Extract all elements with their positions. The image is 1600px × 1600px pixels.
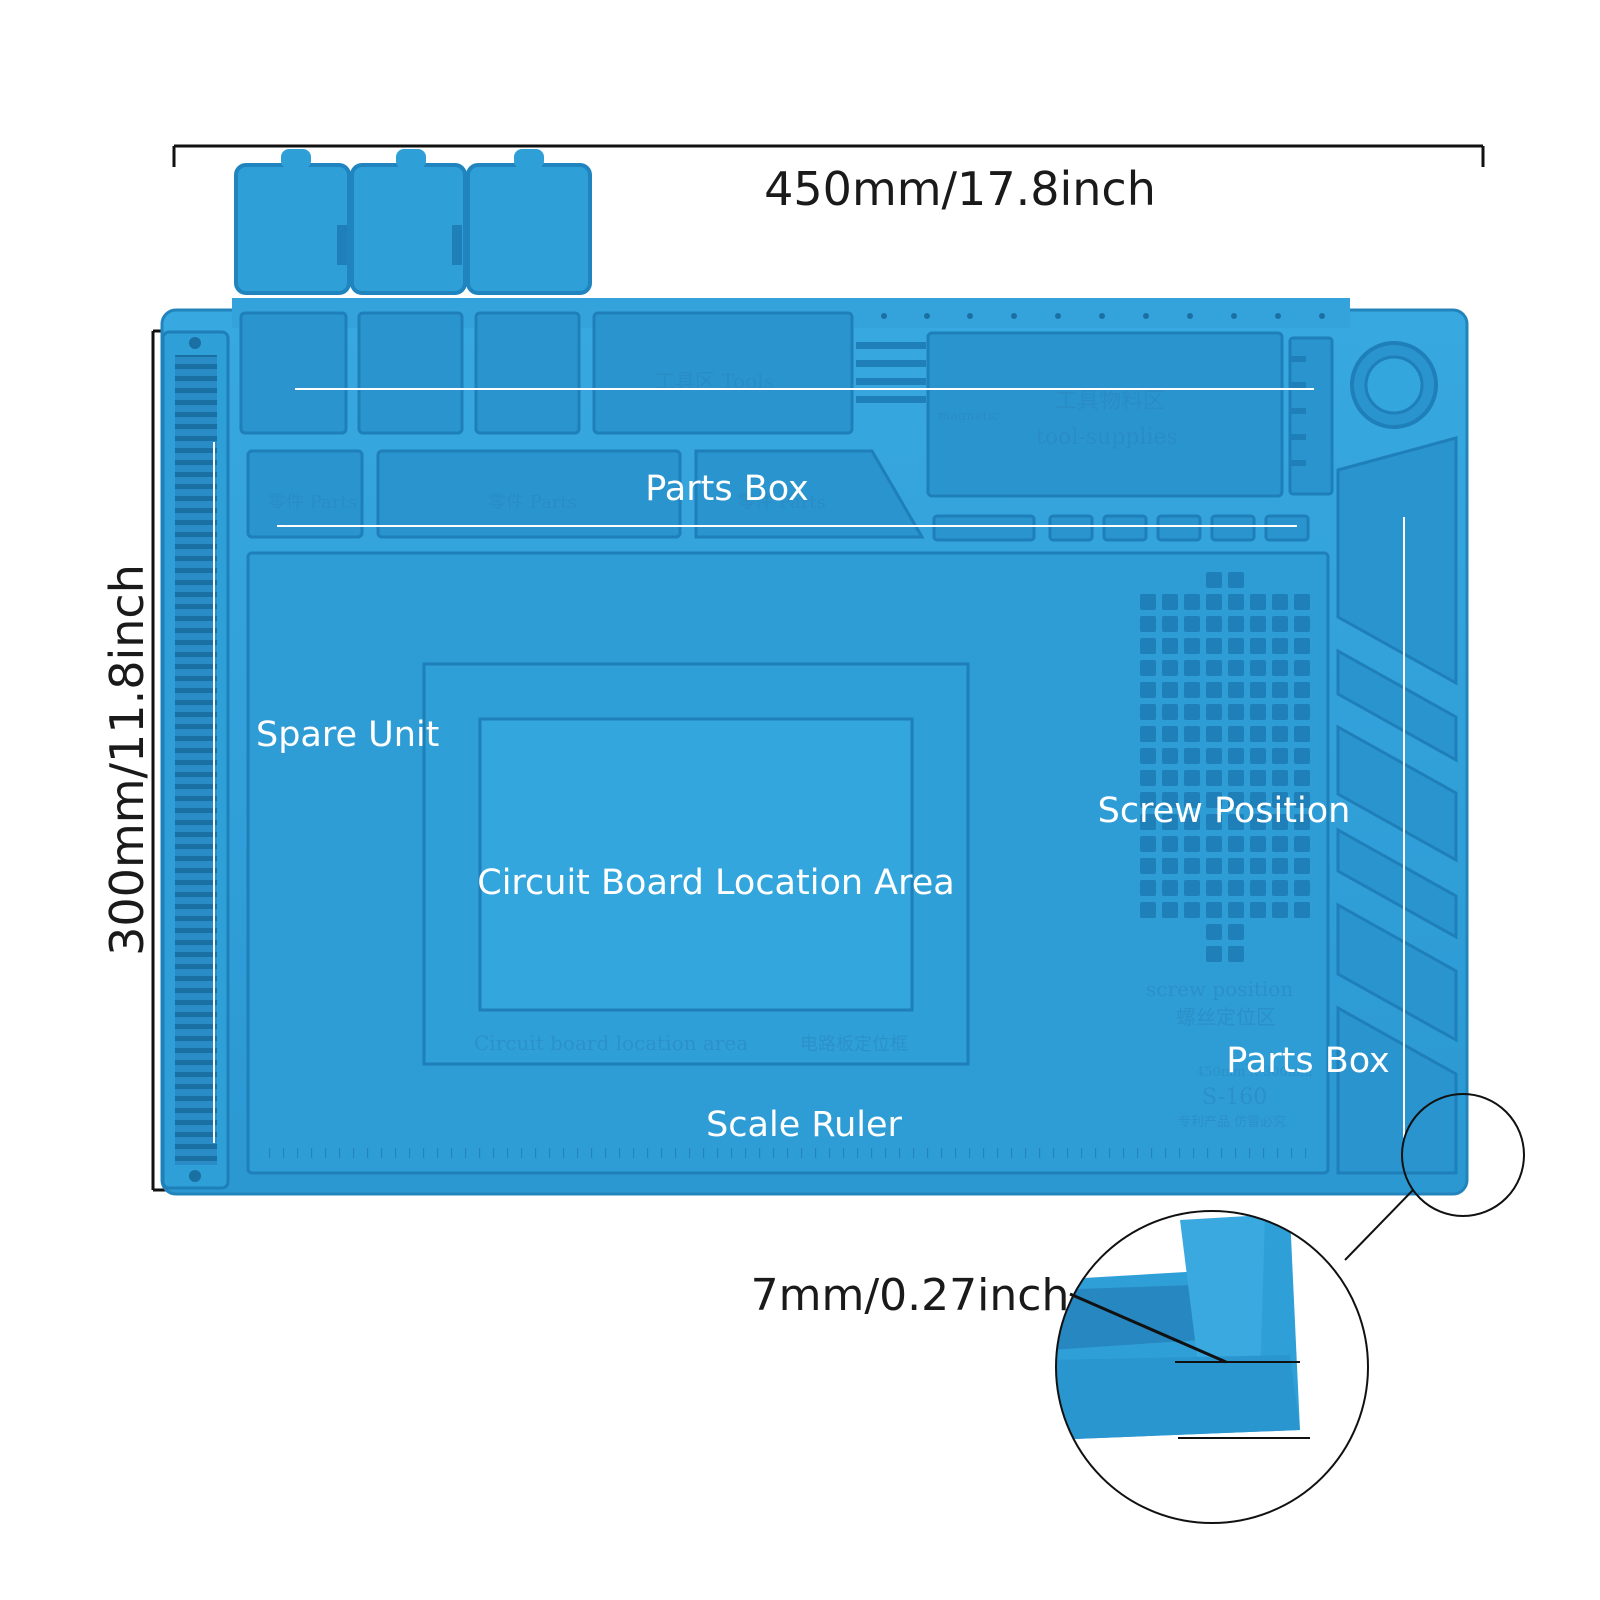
magnifier-callout	[1055, 1093, 1525, 1524]
width-dimension-line	[172, 144, 1485, 167]
spare-unit-strip	[161, 330, 230, 1190]
label-scale-ruler: Scale Ruler	[706, 1105, 902, 1145]
width-label: 450mm/17.8inch	[764, 162, 1156, 216]
emboss-patent-note: 专利产品 仿冒必究	[1178, 1115, 1286, 1130]
emboss-tool-supplies-cn: 工具物料区	[1055, 389, 1165, 414]
magnet-tabs	[234, 149, 592, 295]
emboss-screw-position-cn: 螺丝定位区	[1176, 1005, 1276, 1029]
emboss-magnetic: magnetic	[938, 409, 999, 424]
label-spare-unit: Spare Unit	[256, 715, 439, 755]
scale-ruler	[258, 1148, 1318, 1162]
top-compartments	[239, 311, 1334, 498]
magnifier-circle-icon	[1401, 1093, 1525, 1217]
emboss-size-note: 450mm X 300mm	[1196, 1065, 1312, 1080]
emboss-screw-position-en: screw position	[1146, 977, 1293, 1001]
parts-box-row	[246, 449, 1310, 542]
right-parts-column	[1336, 341, 1458, 1175]
thickness-label: 7mm/0.27inch	[751, 1270, 1070, 1321]
screw-position-grid	[1138, 570, 1314, 962]
emboss-parts-2: 零件 Parts	[488, 492, 577, 513]
label-parts-box-right: Parts Box	[1226, 1041, 1390, 1081]
guide-lines	[213, 388, 1405, 1143]
emboss-parts-3: 零件 Parts	[737, 492, 826, 513]
emboss-circuit-board-cn: 电路板定位框	[800, 1034, 908, 1055]
emboss-circuit-board-en: Circuit board location area	[474, 1031, 748, 1055]
emboss-parts-1: 零件 Parts	[268, 492, 357, 513]
embossed-markings: 工具区 Tools 工具物料区 tool-supplies magnetic 零…	[268, 369, 1312, 1130]
height-label: 300mm/11.8inch	[100, 564, 154, 956]
emboss-model-note: S-160	[1202, 1085, 1267, 1110]
label-circuit-board: Circuit Board Location Area	[477, 863, 954, 903]
emboss-tool-supplies-en: tool-supplies	[1036, 425, 1178, 450]
label-parts-box-top: Parts Box	[645, 469, 809, 509]
circuit-board-frame	[422, 662, 970, 1066]
label-screw-position: Screw Position	[1098, 791, 1351, 831]
